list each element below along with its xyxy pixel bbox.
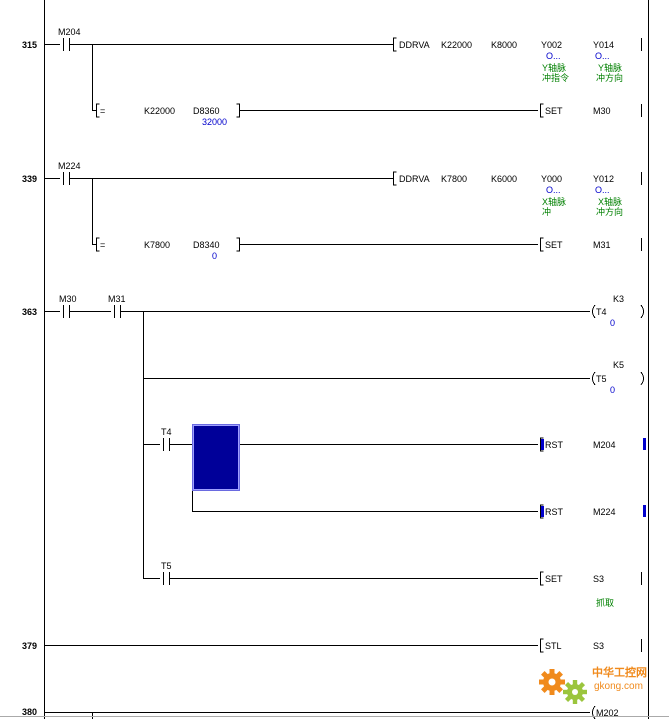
rst-instr-1[interactable]: RST <box>545 440 563 450</box>
operand-315-1: K22000 <box>441 40 473 50</box>
watermark-logo: 中华工控网 gkong.com <box>538 662 662 710</box>
rst-device-m204: M204 <box>593 440 616 450</box>
compare-k-315: K22000 <box>144 106 176 116</box>
contact-label-m31[interactable]: M31 <box>108 294 126 304</box>
set-instr-339[interactable]: SET <box>545 240 563 250</box>
step-number-339: 339 <box>22 174 38 184</box>
timer-t5-value: 0 <box>610 385 616 395</box>
rst-device-m224: M224 <box>593 507 616 517</box>
comment-s3: 抓取 <box>596 598 615 608</box>
timer-t5-preset: K5 <box>613 360 625 370</box>
timer-t4-preset: K3 <box>613 294 625 304</box>
contact-label-m204[interactable]: M204 <box>58 27 81 37</box>
compare-d-315: D8360 <box>193 106 220 116</box>
timer-coil-t5[interactable]: T5 <box>596 374 607 384</box>
set-instr-363[interactable]: SET <box>545 574 563 584</box>
gear-logo-icon <box>539 669 587 704</box>
timer-t4-value: 0 <box>610 318 616 328</box>
contact-label-m30[interactable]: M30 <box>59 294 77 304</box>
instr-ddrva-315[interactable]: DDRVA <box>399 40 430 50</box>
compare-op-315: = <box>100 106 106 116</box>
compare-k-339: K7800 <box>144 240 171 250</box>
comment-y002-2: 冲指令 <box>542 73 570 83</box>
cursor-selection-box[interactable] <box>192 424 240 491</box>
rst-markers <box>541 438 646 517</box>
operand-339-3: Y000 <box>541 174 563 184</box>
contact-label-t4[interactable]: T4 <box>161 427 172 437</box>
comment-y002-1: Y轴脉 <box>542 63 567 73</box>
operand-315-4-state: O... <box>595 51 610 61</box>
comment-y012-2: 冲方向 <box>596 207 624 217</box>
coil-m202[interactable]: M202 <box>596 708 619 718</box>
compare-op-339: = <box>100 240 106 250</box>
compare-d-339: D8340 <box>193 240 220 250</box>
rst-instr-2[interactable]: RST <box>545 507 563 517</box>
timer-coil-t4[interactable]: T4 <box>596 307 607 317</box>
stl-device: S3 <box>593 641 605 651</box>
step-number-379: 379 <box>22 641 38 651</box>
set-device-s3: S3 <box>593 574 605 584</box>
operand-339-3-state: O... <box>546 185 561 195</box>
operand-339-4-state: O... <box>595 185 610 195</box>
comment-y000-1: X轴脉 <box>542 197 567 207</box>
step-number-363: 363 <box>22 307 38 317</box>
comment-y000-2: 冲 <box>542 207 552 217</box>
compare-d-value-339: 0 <box>212 251 218 261</box>
operand-339-1: K7800 <box>441 174 468 184</box>
contact-label-m224[interactable]: M224 <box>58 161 81 171</box>
step-number-315: 315 <box>22 40 38 50</box>
set-instr-315[interactable]: SET <box>545 106 563 116</box>
operand-315-3-state: O... <box>546 51 561 61</box>
comment-y014-1: Y轴脉 <box>598 63 623 73</box>
watermark-text-en: gkong.com <box>594 681 643 692</box>
set-device-315: M30 <box>593 106 611 116</box>
watermark-text-cn: 中华工控网 <box>592 667 647 679</box>
set-device-339: M31 <box>593 240 611 250</box>
operand-339-4: Y012 <box>593 174 615 184</box>
operand-315-2: K8000 <box>491 40 518 50</box>
comment-y012-1: X轴脉 <box>598 197 623 207</box>
instr-ddrva-339[interactable]: DDRVA <box>399 174 430 184</box>
step-number-380: 380 <box>22 707 38 717</box>
operand-339-2: K6000 <box>491 174 518 184</box>
stl-instr[interactable]: STL <box>545 641 562 651</box>
contact-label-t5[interactable]: T5 <box>161 561 172 571</box>
operand-315-4: Y014 <box>593 40 615 50</box>
comment-y014-2: 冲方向 <box>596 73 624 83</box>
compare-d-value-315: 32000 <box>202 117 228 127</box>
operand-315-3: Y002 <box>541 40 563 50</box>
